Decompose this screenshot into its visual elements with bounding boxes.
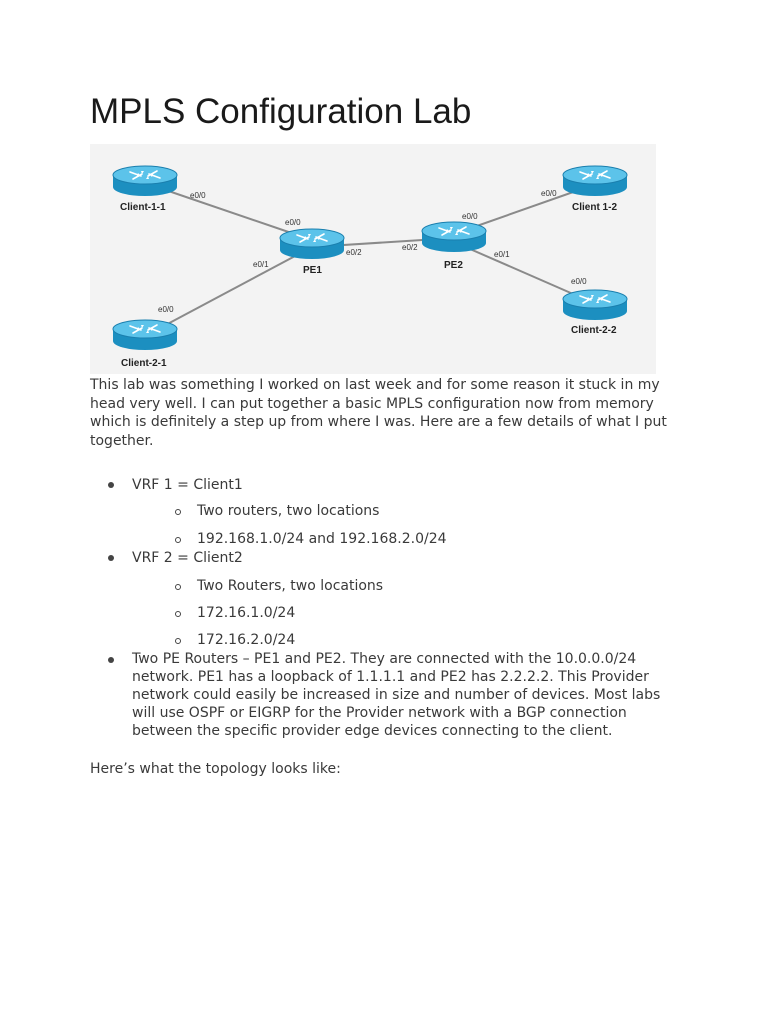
intro-paragraph: This lab was something I worked on last … — [90, 377, 667, 449]
outro-paragraph: Here’s what the topology looks like: — [90, 761, 341, 777]
if-pe2-e02: e0/2 — [402, 243, 418, 252]
label-client-1-2: Client 1-2 — [572, 202, 617, 213]
sub-bullet-icon — [175, 537, 181, 543]
if-pe1-e00: e0/0 — [285, 218, 301, 227]
link-pe1-client21 — [144, 246, 313, 337]
router-client-2-2-icon — [562, 289, 628, 321]
router-client-2-1-icon — [112, 319, 178, 351]
sub-bullet-icon — [175, 584, 181, 590]
if-pe2-e00: e0/0 — [462, 212, 478, 221]
bullet-icon — [108, 482, 114, 488]
sub-item: Two routers, two locations — [197, 503, 380, 519]
sub-item: 172.16.1.0/24 — [197, 605, 296, 621]
router-pe1-icon — [279, 228, 345, 260]
if-client12-e00: e0/0 — [541, 189, 557, 198]
label-client-2-2: Client-2-2 — [571, 325, 617, 336]
label-client-2-1: Client-2-1 — [121, 358, 167, 369]
sub-item: Two Routers, two locations — [197, 578, 384, 594]
sub-bullet-icon — [175, 638, 181, 644]
router-client-1-1-icon — [112, 165, 178, 197]
sub-item: 192.168.1.0/24 and 192.168.2.0/24 — [197, 531, 447, 547]
bullet-icon — [108, 657, 114, 663]
router-pe2-icon — [421, 221, 487, 253]
bullet-icon — [108, 555, 114, 561]
router-client-1-2-icon — [562, 165, 628, 197]
label-client-1-1: Client-1-1 — [120, 202, 166, 213]
topology-diagram: Client-1-1 Client 1-2 PE1 PE2 Client-2-1… — [90, 144, 656, 374]
link-client11-pe1 — [147, 183, 313, 241]
sub-bullet-icon — [175, 611, 181, 617]
if-client11-e00: e0/0 — [190, 191, 206, 200]
list-item-pe-routers: Two PE Routers – PE1 and PE2. They are c… — [132, 651, 661, 739]
sub-bullet-icon — [175, 509, 181, 515]
label-pe2: PE2 — [444, 260, 463, 271]
if-pe1-e02: e0/2 — [346, 248, 362, 257]
list-item-vrf2: VRF 2 = Client2 — [132, 550, 243, 566]
sub-item: 172.16.2.0/24 — [197, 632, 296, 648]
page-title: MPLS Configuration Lab — [90, 92, 472, 131]
if-client22-e00: e0/0 — [571, 277, 587, 286]
if-pe1-e01: e0/1 — [253, 260, 269, 269]
label-pe1: PE1 — [303, 265, 322, 276]
if-client21-e00: e0/0 — [158, 305, 174, 314]
if-pe2-e01: e0/1 — [494, 250, 510, 259]
list-item-vrf1: VRF 1 = Client1 — [132, 477, 243, 493]
